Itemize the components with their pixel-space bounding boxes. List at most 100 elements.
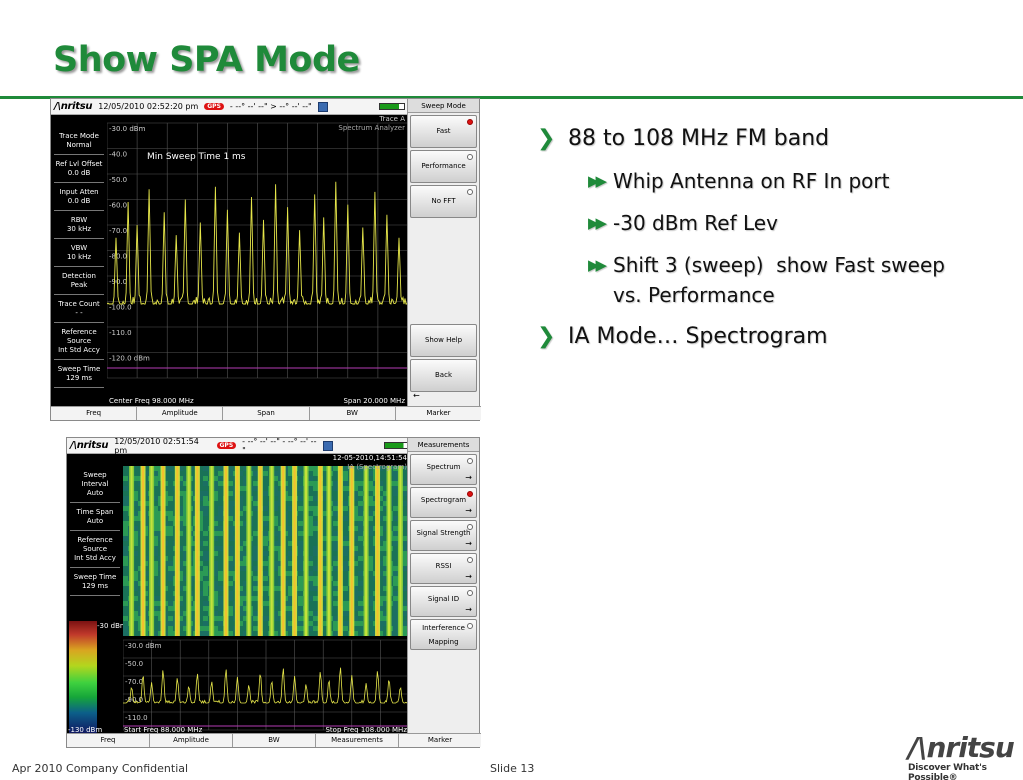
spectrogram-cell [253, 601, 258, 606]
station-stripe-core [176, 466, 179, 636]
spectrogram-cell [243, 556, 248, 561]
spectrogram-cell [273, 591, 278, 596]
spectrogram-cell [273, 626, 278, 631]
spectrogram-cell [238, 466, 243, 471]
spectrogram-cell [178, 476, 183, 481]
back-button[interactable]: Back ← [410, 359, 477, 400]
spectrogram-cell [313, 556, 318, 561]
spectrogram-cell [358, 621, 363, 626]
spectrogram-cell [218, 621, 223, 626]
spectrogram-cell [178, 531, 183, 536]
marker-menu-button[interactable]: Marker [427, 736, 453, 744]
spectrogram-cell [133, 586, 138, 591]
mode-label: IA (Spectrogram) [347, 463, 407, 471]
save-icon[interactable] [323, 440, 333, 451]
spectrogram-cell [343, 536, 348, 541]
spectrogram-cell [228, 571, 233, 576]
spectrogram-cell [298, 506, 303, 511]
spectrogram-cell [323, 576, 328, 581]
bw-menu-button[interactable]: BW [310, 407, 396, 420]
spectrogram-cell [323, 631, 328, 636]
spectrogram-cell [123, 471, 128, 476]
spectrogram-cell [153, 466, 158, 471]
spectrogram-cell [168, 626, 173, 631]
spectrogram-cell [133, 616, 138, 621]
spectrogram-cell [243, 546, 248, 551]
spectrogram-cell [403, 521, 408, 526]
spectrogram-cell [228, 621, 233, 626]
spectrogram-cell [393, 481, 398, 486]
spectrogram-cell [203, 556, 208, 561]
amplitude-menu-button[interactable]: Amplitude [150, 734, 233, 747]
spectrogram-cell [203, 521, 208, 526]
spectrogram-cell [253, 616, 258, 621]
spectrogram-cell [178, 466, 183, 471]
spectrogram-cell [168, 596, 173, 601]
spectrogram-cell [123, 496, 128, 501]
spectrogram-cell [238, 596, 243, 601]
show-help-button[interactable]: Show Help [410, 324, 477, 357]
spectrogram-cell [378, 556, 383, 561]
spectrogram-cell [263, 511, 268, 516]
performance-button[interactable]: Performance [410, 150, 477, 183]
spectrogram-cell [308, 496, 313, 501]
spectrogram-cell [368, 621, 373, 626]
spectrogram-cell [313, 586, 318, 591]
spectrogram-cell [168, 611, 173, 616]
rssi-button[interactable]: RSSI → [410, 553, 477, 584]
spectrogram-cell [368, 546, 373, 551]
spectrogram-cell [378, 506, 383, 511]
freq-menu-button[interactable]: Freq [67, 734, 150, 747]
spectrogram-cell [253, 496, 258, 501]
spectrogram-cell [298, 541, 303, 546]
spectrogram-cell [298, 576, 303, 581]
station-stripe-core [130, 466, 133, 636]
marker-menu-button[interactable]: Marker [426, 409, 451, 417]
spectrogram-cell [378, 531, 383, 536]
spectrogram-cell [333, 626, 338, 631]
spectrum-button[interactable]: Spectrum → [410, 454, 477, 485]
submenu-arrow-icon: → [465, 506, 472, 515]
spectrogram-cell [183, 626, 188, 631]
spectrogram-cell [288, 511, 293, 516]
bw-menu-button[interactable]: BW [233, 734, 316, 747]
radio-unselected-icon [467, 557, 473, 563]
spectrogram-cell [288, 481, 293, 486]
spectrogram-cell [288, 601, 293, 606]
spectrogram-cell [368, 486, 373, 491]
spectrogram-cell [288, 611, 293, 616]
spectrogram-cell [203, 631, 208, 636]
submenu-arrow-icon: → [465, 473, 472, 482]
span-menu-button[interactable]: Span [223, 407, 310, 420]
measurements-menu-button[interactable]: Measurements [316, 734, 399, 747]
spectrogram-cell [243, 621, 248, 626]
save-icon[interactable] [317, 101, 328, 112]
spectrogram-cell [123, 611, 128, 616]
station-stripe-core [142, 466, 145, 636]
spectrogram-cell [218, 466, 223, 471]
spectrogram-cell [403, 566, 408, 571]
spectrogram-cell [178, 506, 183, 511]
interference-mapping-button[interactable]: Interference Mapping [410, 619, 477, 650]
fast-button[interactable]: Fast [410, 115, 477, 148]
spectrogram-button[interactable]: Spectrogram → [410, 487, 477, 518]
spectrogram-cell [203, 571, 208, 576]
amplitude-menu-button[interactable]: Amplitude [137, 407, 224, 420]
signal-id-button[interactable]: Signal ID → [410, 586, 477, 617]
spectrogram-cell [203, 596, 208, 601]
spectrogram-cell [228, 631, 233, 636]
freq-menu-button[interactable]: Freq [51, 407, 138, 420]
y-axis-label: -100.0 [109, 304, 132, 312]
spectrogram-cell [278, 616, 283, 621]
spectrogram-cell [308, 626, 313, 631]
bullet-list: ❯ 88 to 108 MHz FM band ▶▶ Whip Antenna … [537, 124, 977, 364]
signal-strength-button[interactable]: Signal Strength → [410, 520, 477, 551]
spectrogram-cell [133, 506, 138, 511]
spectrogram-cell [333, 631, 338, 636]
spectrogram-cell [123, 551, 128, 556]
spectrogram-cell [178, 576, 183, 581]
spectrogram-cell [263, 536, 268, 541]
spectrogram-cell [368, 556, 373, 561]
no-fft-button[interactable]: No FFT [410, 185, 477, 218]
spectrogram-cell [368, 551, 373, 556]
